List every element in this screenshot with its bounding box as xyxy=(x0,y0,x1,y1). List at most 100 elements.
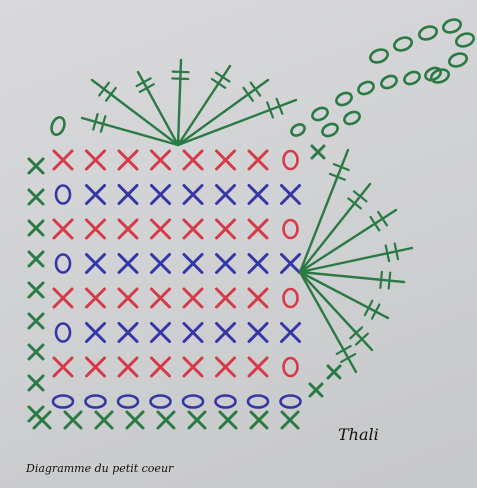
o-stitch xyxy=(447,51,468,68)
ray-bar xyxy=(380,272,382,288)
o-stitch xyxy=(183,396,203,408)
x-stitch xyxy=(152,324,170,342)
x-stitch xyxy=(184,289,202,307)
o-stitch xyxy=(379,74,398,91)
x-stitch xyxy=(87,151,105,169)
x-stitch xyxy=(87,255,105,273)
ray-bar xyxy=(365,301,372,315)
x-stitch xyxy=(29,283,43,297)
o-stitch xyxy=(320,122,339,139)
o-stitch xyxy=(49,115,66,136)
o-stitch xyxy=(281,396,301,408)
o-stitch xyxy=(356,80,375,97)
o-stitch xyxy=(56,255,70,273)
x-stitch xyxy=(152,289,170,307)
x-stitch xyxy=(87,220,105,238)
x-stitch xyxy=(29,345,43,359)
x-stitch xyxy=(184,324,202,342)
o-stitch xyxy=(334,91,353,108)
x-stitch xyxy=(184,186,202,204)
o-stitch xyxy=(289,122,306,138)
o-stitch xyxy=(284,220,298,238)
x-stitch xyxy=(96,412,112,428)
x-stitch xyxy=(184,255,202,273)
x-stitch xyxy=(282,324,300,342)
x-stitch xyxy=(310,384,322,396)
x-stitch xyxy=(29,252,43,266)
x-stitch xyxy=(217,186,235,204)
signature: Thali xyxy=(338,425,379,444)
x-stitch xyxy=(251,412,267,428)
x-stitch xyxy=(152,255,170,273)
x-stitch xyxy=(249,358,267,376)
x-stitch xyxy=(312,146,324,158)
x-stitch xyxy=(29,314,43,328)
x-stitch xyxy=(158,412,174,428)
o-stitch xyxy=(402,70,421,87)
ray-bar xyxy=(354,191,367,201)
x-stitch xyxy=(65,412,81,428)
x-stitch xyxy=(87,289,105,307)
chain-loop xyxy=(289,17,475,158)
fan-ray xyxy=(178,80,268,145)
o-stitch xyxy=(284,151,298,169)
x-stitch xyxy=(217,289,235,307)
o-stitch xyxy=(284,358,298,376)
ray-bar xyxy=(212,79,225,88)
ray-bar xyxy=(106,88,116,101)
x-stitch xyxy=(184,151,202,169)
o-stitch xyxy=(151,396,171,408)
x-stitch xyxy=(249,324,267,342)
o-stitch xyxy=(53,396,73,408)
o-stitch xyxy=(216,396,236,408)
bottom-border-stitches xyxy=(34,412,298,428)
x-stitch xyxy=(152,358,170,376)
x-stitch xyxy=(54,289,72,307)
o-stitch xyxy=(284,289,298,307)
x-stitch xyxy=(152,186,170,204)
o-stitch xyxy=(56,186,70,204)
x-stitch xyxy=(87,358,105,376)
ray-bar xyxy=(140,84,154,92)
x-stitch xyxy=(249,151,267,169)
ray-bar xyxy=(173,72,189,73)
o-stitch xyxy=(56,324,70,342)
stitch-grid xyxy=(53,151,301,408)
x-stitch xyxy=(119,255,137,273)
x-stitch xyxy=(54,220,72,238)
ray-bar xyxy=(372,304,379,318)
x-stitch xyxy=(328,366,340,378)
x-stitch xyxy=(249,255,267,273)
top-fan xyxy=(82,60,296,145)
ray-bar xyxy=(251,83,260,96)
ray-bar xyxy=(244,88,253,101)
x-stitch xyxy=(217,220,235,238)
ray-bar xyxy=(389,273,391,289)
x-stitch xyxy=(249,220,267,238)
o-stitch xyxy=(86,396,106,408)
o-stitch xyxy=(392,35,413,52)
x-stitch xyxy=(282,255,300,273)
x-stitch xyxy=(152,220,170,238)
x-stitch xyxy=(29,376,43,390)
x-stitch xyxy=(184,220,202,238)
x-stitch xyxy=(34,412,50,428)
x-stitch xyxy=(54,358,72,376)
left-border-stitches xyxy=(29,159,43,421)
x-stitch xyxy=(217,358,235,376)
right-fan xyxy=(300,150,412,372)
x-stitch xyxy=(249,289,267,307)
ray-bar xyxy=(99,83,109,96)
o-stitch xyxy=(248,396,268,408)
x-stitch xyxy=(220,412,236,428)
x-stitch xyxy=(217,151,235,169)
ray-bar xyxy=(348,198,361,208)
x-stitch xyxy=(217,255,235,273)
o-stitch xyxy=(118,396,138,408)
x-stitch xyxy=(29,190,43,204)
x-stitch xyxy=(249,186,267,204)
o-stitch xyxy=(368,47,389,64)
o-stitch xyxy=(310,106,329,123)
